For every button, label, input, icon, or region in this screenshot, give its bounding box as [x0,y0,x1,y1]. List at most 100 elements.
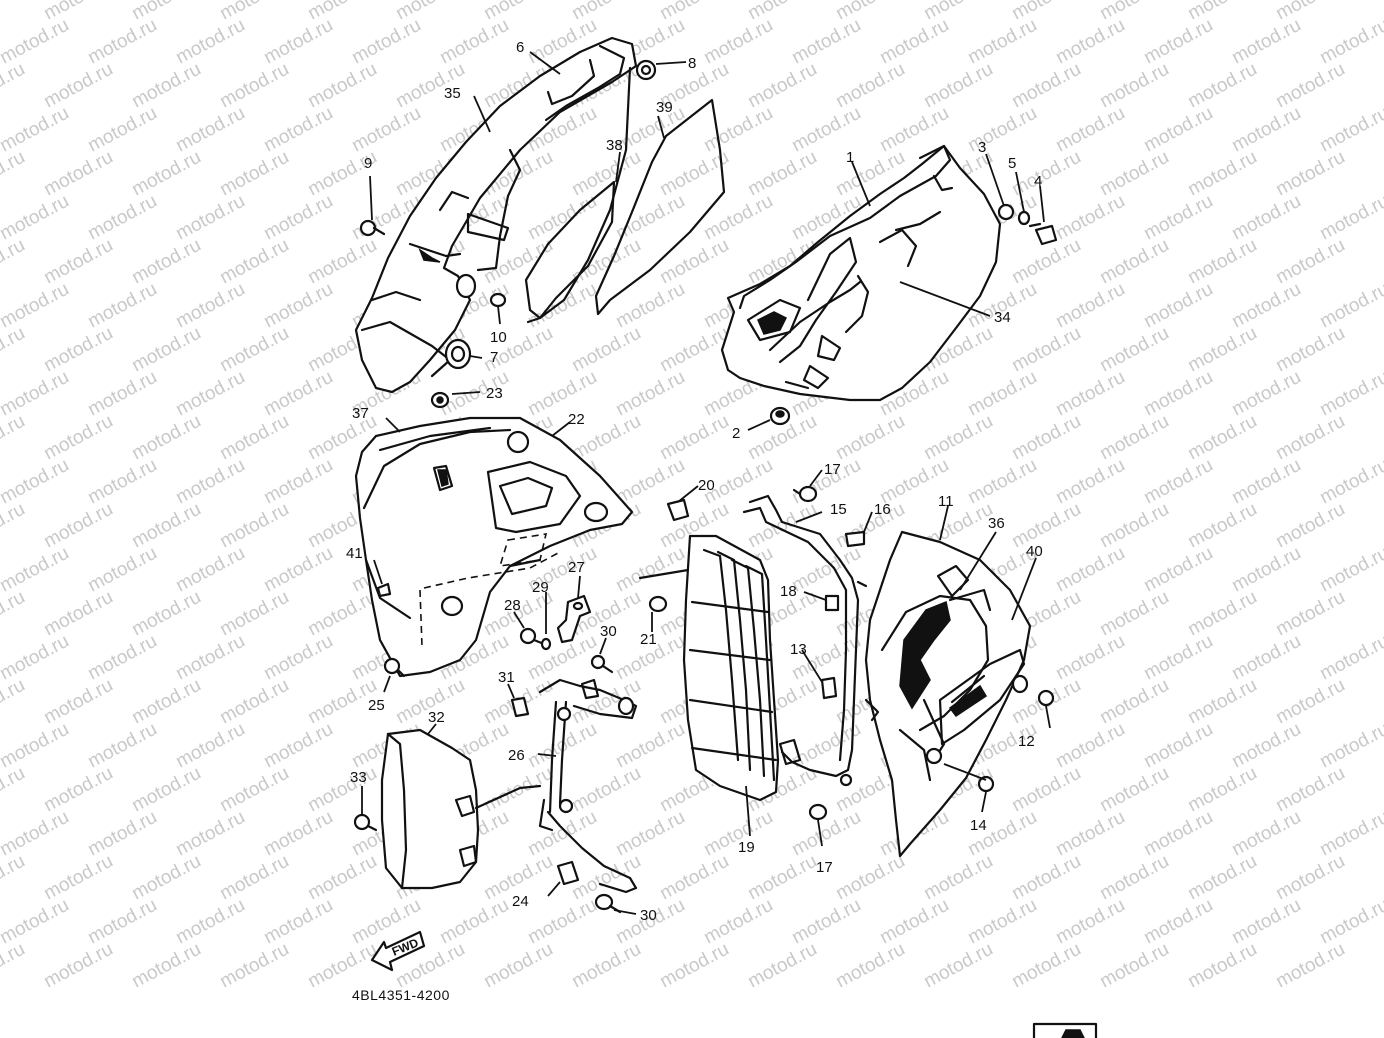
bolt-33 [353,813,378,832]
watermark-text: motod.ru [128,587,204,641]
watermark-text: motod.ru [656,235,732,289]
bolt-14 [977,775,995,793]
watermark-text: motod.ru [348,103,424,157]
callout-15: 15 [830,501,847,518]
watermark-text: motod.ru [1008,411,1084,465]
bolt-28 [519,627,546,646]
watermark-text: motod.ru [0,719,73,773]
watermark-text: motod.ru [964,455,1040,509]
watermark-text: motod.ru [1316,15,1384,69]
callout-21: 21 [640,631,657,648]
watermark-text: motod.ru [1140,367,1216,421]
callout-5: 5 [1008,155,1016,172]
bolt-17b [808,803,828,821]
watermark-text: motod.ru [128,59,204,113]
watermark-text: motod.ru [1316,807,1384,861]
watermark-text: motod.ru [1272,323,1348,377]
watermark-text: motod.ru [216,851,292,905]
callout-34: 34 [994,309,1011,326]
watermark-text: motod.ru [876,15,952,69]
watermark-text: motod.ru [524,367,600,421]
watermark-text: motod.ru [612,279,688,333]
watermark-text: motod.ru [1008,763,1084,817]
callout-33: 33 [350,769,367,786]
watermark-text: motod.ru [920,59,996,113]
callout-41: 41 [346,545,363,562]
bolt-17a [792,485,818,503]
watermark-text: motod.ru [304,59,380,113]
watermark-text: motod.ru [40,147,116,201]
watermark-text: motod.ru [40,411,116,465]
watermark-text: motod.ru [656,851,732,905]
watermark-text: motod.ru [128,235,204,289]
callout-4: 4 [1034,173,1042,190]
watermark-text: motod.ru [1096,411,1172,465]
watermark-text: motod.ru [788,15,864,69]
watermark-text: motod.ru [0,763,29,817]
watermark-text: motod.ru [216,763,292,817]
watermark-text: motod.ru [0,323,29,377]
watermark-text: motod.ru [744,939,820,993]
watermark-text: motod.ru [1272,675,1348,729]
watermark-text: motod.ru [1052,631,1128,685]
watermark-text: motod.ru [172,631,248,685]
guard-32 [380,728,542,890]
watermark-text: motod.ru [1228,543,1304,597]
watermark-text: motod.ru [0,543,73,597]
bolt-20 [666,498,690,522]
watermark-text: motod.ru [568,147,644,201]
collar-3 [997,203,1015,221]
watermark-text: motod.ru [1316,895,1384,949]
watermark-text: motod.ru [0,587,29,641]
watermark-text: motod.ru [0,279,73,333]
diagram-code: 4BL4351-4200 [352,987,450,1003]
decal-39 [594,98,726,316]
bolt-30b [594,893,622,914]
watermark-text: motod.ru [1228,455,1304,509]
watermark-text: motod.ru [1272,411,1348,465]
watermark-text: motod.ru [84,807,160,861]
watermark-text: motod.ru [1316,455,1384,509]
watermark-text: motod.ru [1272,587,1348,641]
watermark-text: motod.ru [568,323,644,377]
watermark-text: motod.ru [656,939,732,993]
watermark-text: motod.ru [568,235,644,289]
callout-11: 11 [938,493,954,510]
callout-17b: 17 [816,859,833,876]
watermark-text: motod.ru [40,59,116,113]
watermark-text: motod.ru [128,851,204,905]
watermark-text: motod.ru [1184,939,1260,993]
watermark-text: motod.ru [1052,543,1128,597]
watermark-text: motod.ru [84,719,160,773]
callout-38: 38 [606,137,623,154]
watermark-text: motod.ru [172,455,248,509]
callout-24: 24 [512,893,529,910]
watermark-text: motod.ru [1008,499,1084,553]
watermark-text: motod.ru [1052,367,1128,421]
watermark-text: motod.ru [128,411,204,465]
watermark-text: motod.ru [0,807,73,861]
callout-35: 35 [444,85,461,102]
watermark-text: motod.ru [216,939,292,993]
bracket-small [580,678,600,700]
watermark-text: motod.ru [1228,807,1304,861]
watermark-text: motod.ru [700,191,776,245]
callout-9: 9 [364,155,372,172]
watermark-text: motod.ru [744,147,820,201]
watermark-text: motod.ru [0,675,29,729]
watermark-text: motod.ru [612,807,688,861]
watermark-text: motod.ru [0,0,29,24]
watermark-text: motod.ru [0,147,29,201]
watermark-text: motod.ru [1184,323,1260,377]
watermark-text: motod.ru [216,411,292,465]
callout-12: 12 [1018,733,1035,750]
watermark-text: motod.ru [84,543,160,597]
watermark-text: motod.ru [1140,15,1216,69]
callout-6: 6 [516,39,524,56]
watermark-text: motod.ru [128,147,204,201]
watermark-text: motod.ru [216,675,292,729]
watermark-text: motod.ru [1184,675,1260,729]
air-scoop-shroud [354,416,634,678]
watermark-text: motod.ru [700,103,776,157]
